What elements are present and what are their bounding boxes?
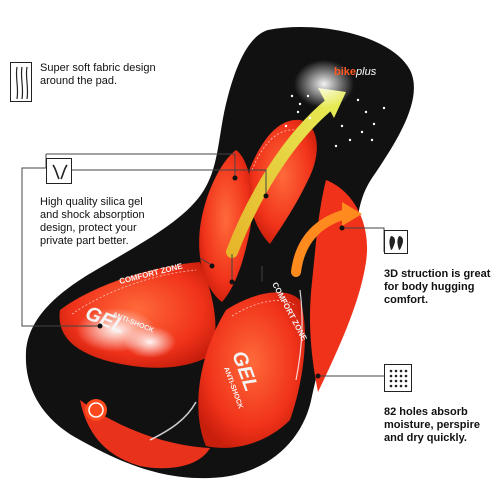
fabric-callout-line-2: around the pad.: [40, 75, 118, 87]
holes-callout-line-2: moisture, perspire: [384, 419, 480, 431]
holes-callout-line-3: and dry quickly.: [384, 432, 467, 444]
gel-callout-line-1: High quality silica gel: [40, 196, 143, 208]
gel-callout-line-3: design, protect your: [40, 222, 137, 234]
perforation-grid-icon: [384, 364, 412, 392]
gel-callout-line-4: private part better.: [40, 235, 129, 247]
fabric-callout: Super soft fabric design around the pad.: [40, 62, 156, 88]
pad-rear-gel: [248, 119, 317, 244]
pad-right-wing: [198, 292, 305, 448]
struction-callout-line-3: comfort.: [384, 294, 428, 306]
pad-pair-icon: [384, 230, 408, 254]
pad-front-curve: [80, 400, 210, 469]
fabric-callout-line-1: Super soft fabric design: [40, 62, 156, 74]
brand-prefix: bike: [334, 66, 357, 78]
pad-right-rim: [310, 180, 368, 392]
wavy-lines-icon: [10, 62, 32, 102]
leader-lines: [21, 153, 385, 377]
curve-arrow: [291, 209, 351, 277]
pad-shape-icon: [46, 158, 72, 184]
holes-callout-line-1: 82 holes absorb: [384, 406, 468, 418]
perforation-holes: [284, 94, 386, 148]
struction-callout-line-2: for body hugging: [384, 281, 475, 293]
brand-suffix: plus: [356, 66, 377, 78]
brand-wordmark: bikeplus: [334, 66, 376, 78]
struction-callout-line-1: 3D struction is great: [384, 268, 491, 280]
airflow-arrow: [226, 98, 336, 258]
holes-callout: 82 holes absorb moisture, perspire and d…: [384, 406, 480, 445]
gel-callout: High quality silica gel and shock absorp…: [40, 196, 145, 248]
brand-logo-badge: [85, 399, 107, 421]
gel-callout-line-2: and shock absorption: [40, 209, 145, 221]
struction-callout: 3D struction is great for body hugging c…: [384, 268, 490, 307]
